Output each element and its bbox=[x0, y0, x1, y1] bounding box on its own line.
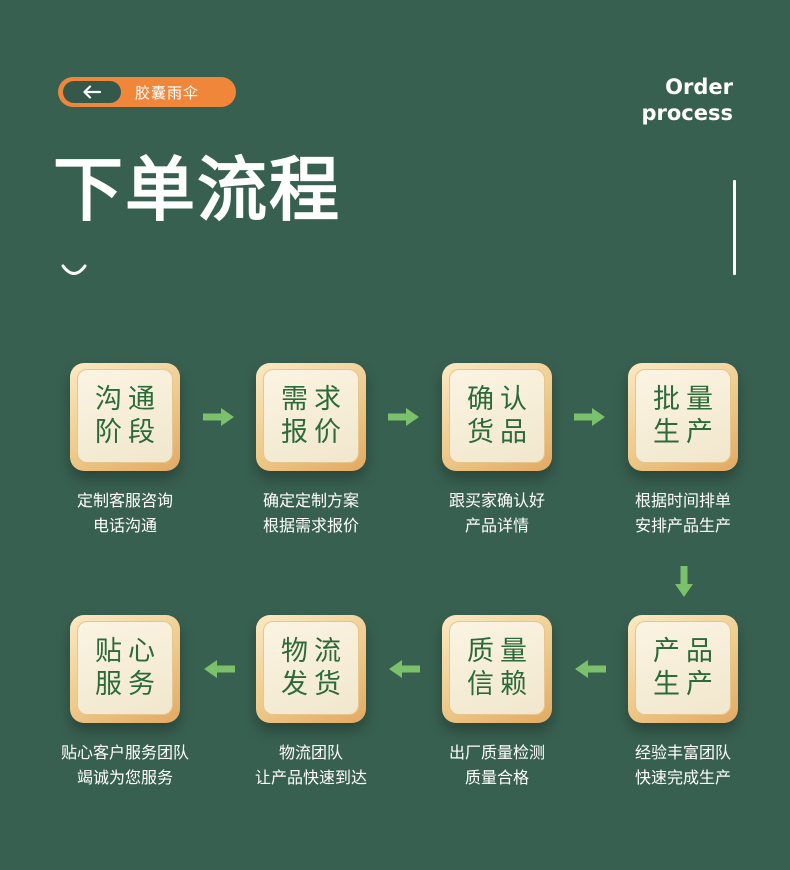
step-title: 产品生产 bbox=[653, 636, 719, 700]
step-desc-batch-production: 根据时间排单 安排产品生产 bbox=[634, 491, 731, 535]
step-title: 沟通阶段 bbox=[95, 384, 161, 448]
step-card-quote: 需求报价 bbox=[256, 363, 366, 471]
step-card-shipping: 物流发货 bbox=[256, 615, 366, 723]
step-title: 批量生产 bbox=[653, 384, 719, 448]
step-title: 确认货品 bbox=[467, 384, 533, 448]
step-title: 需求报价 bbox=[281, 384, 347, 448]
arrow-right-icon bbox=[388, 408, 419, 426]
brand-pill: 胶囊雨伞 bbox=[58, 77, 236, 107]
arrow-left-icon bbox=[83, 85, 102, 99]
smile-decoration bbox=[61, 264, 87, 275]
step-desc-communication: 定制客服咨询 电话沟通 bbox=[76, 491, 173, 535]
step-title: 物流发货 bbox=[281, 636, 347, 700]
step-card-production: 产品生产 bbox=[628, 615, 738, 723]
arrow-left-icon bbox=[389, 660, 420, 678]
step-card-service: 贴心服务 bbox=[70, 615, 180, 723]
brand-name: 胶囊雨伞 bbox=[135, 83, 200, 102]
vertical-divider bbox=[733, 180, 736, 275]
arrow-left-icon bbox=[575, 660, 606, 678]
arrow-down-icon bbox=[675, 566, 693, 597]
step-desc-confirm: 跟买家确认好 产品详情 bbox=[448, 491, 545, 535]
arrow-left-icon bbox=[204, 660, 235, 678]
step-desc-production: 经验丰富团队 快速完成生产 bbox=[634, 743, 731, 787]
step-title: 质量信赖 bbox=[467, 636, 533, 700]
order-en-line2: process bbox=[641, 101, 733, 125]
page-title: 下单流程 bbox=[53, 149, 341, 231]
step-desc-quote: 确定定制方案 根据需求报价 bbox=[262, 491, 359, 535]
step-card-batch-production: 批量生产 bbox=[628, 363, 738, 471]
back-button[interactable] bbox=[63, 81, 121, 103]
step-title: 贴心服务 bbox=[95, 636, 161, 700]
step-desc-service: 贴心客户服务团队 竭诚为您服务 bbox=[60, 743, 189, 787]
order-process-label: Order process bbox=[593, 74, 733, 126]
step-card-communication: 沟通阶段 bbox=[70, 363, 180, 471]
arrow-right-icon bbox=[574, 408, 605, 426]
step-card-confirm: 确认货品 bbox=[442, 363, 552, 471]
step-desc-quality: 出厂质量检测 质量合格 bbox=[448, 743, 545, 787]
arrow-right-icon bbox=[203, 408, 234, 426]
step-card-quality: 质量信赖 bbox=[442, 615, 552, 723]
step-desc-shipping: 物流团队 让产品快速到达 bbox=[254, 743, 367, 787]
order-en-line1: Order bbox=[665, 75, 733, 99]
